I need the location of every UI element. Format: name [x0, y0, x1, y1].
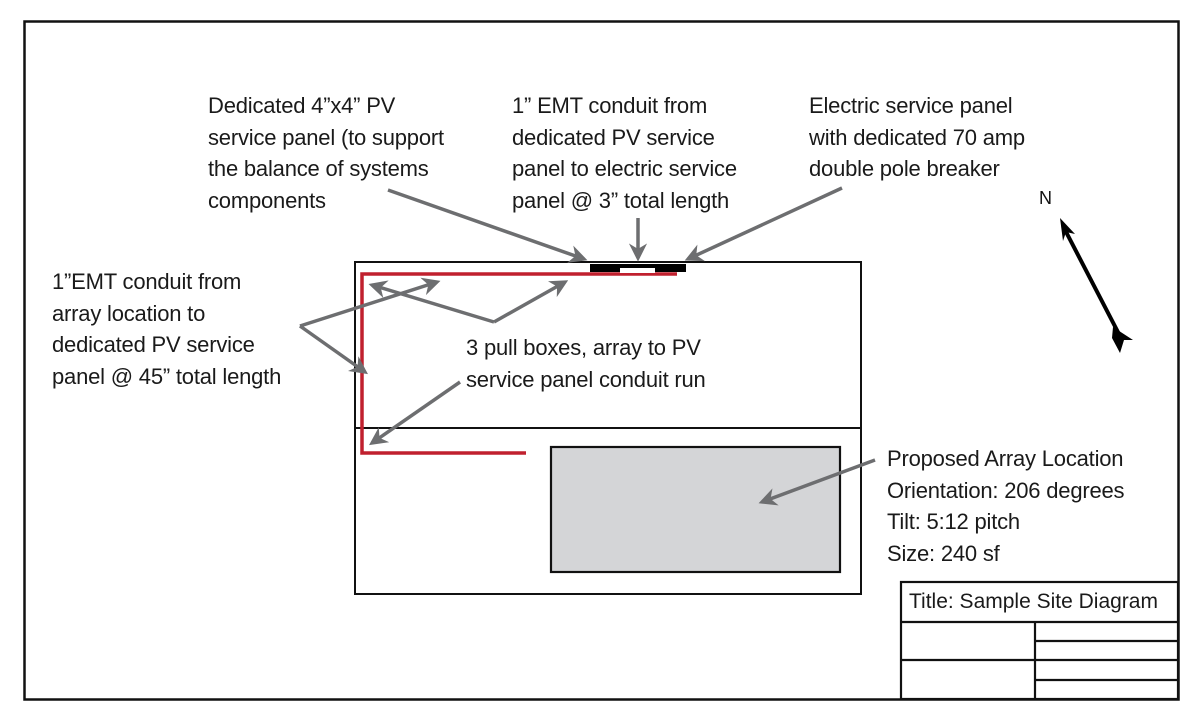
label-line: double pole breaker: [809, 156, 1000, 181]
label-long-conduit: 1”EMT conduit from array location to ded…: [52, 266, 281, 392]
label-line: Orientation: 206 degrees: [887, 477, 1125, 503]
label-line: with dedicated 70 amp: [809, 124, 1025, 150]
callout-arrow-array: [758, 458, 876, 506]
label-line: panel @ 3” total length: [512, 187, 730, 213]
callout-arrow-pull-box-2: [493, 280, 569, 324]
label-line: service panel conduit run: [466, 366, 706, 392]
label-line: the balance of systems: [208, 156, 429, 181]
label-array: Proposed Array Location Orientation: 206…: [887, 443, 1125, 569]
title-block: [899, 580, 1180, 701]
north-arrow-icon: [1060, 218, 1133, 353]
label-short-conduit: 1” EMT conduit from dedicated PV service…: [512, 90, 737, 216]
service-panels: [590, 264, 686, 273]
label-line: array location to: [52, 300, 206, 326]
label-line: components: [208, 187, 326, 213]
label-line: Dedicated 4”x4” PV: [208, 93, 396, 118]
north-label: N: [1039, 188, 1052, 208]
callout-arrow-pv-panel: [387, 188, 588, 263]
panel-gap: [620, 268, 655, 273]
label-line: Tilt: 5:12 pitch: [887, 509, 1020, 534]
label-line: dedicated PV service: [512, 124, 715, 150]
label-line: Size: 240 sf: [887, 540, 1000, 566]
callout-arrow-pull-box-3: [369, 380, 461, 446]
label-pull-boxes: 3 pull boxes, array to PV service panel …: [466, 332, 706, 395]
callout-arrow-pull-box-1: [368, 280, 495, 324]
callout-arrow-long-conduit-1: [299, 277, 441, 328]
label-line: Proposed Array Location: [887, 446, 1124, 471]
label-line: panel to electric service: [512, 156, 737, 181]
callout-arrow-service-panel: [684, 186, 843, 262]
sheet-border: [23, 20, 1180, 701]
label-line: service panel (to support: [208, 124, 444, 150]
label-line: 3 pull boxes, array to PV: [466, 335, 701, 360]
array-area: [549, 445, 842, 574]
label-line: 1” EMT conduit from: [512, 93, 708, 118]
label-line: panel @ 45” total length: [52, 363, 282, 389]
label-line: dedicated PV service: [52, 332, 255, 357]
label-electric-service-panel: Electric service panel with dedicated 70…: [809, 90, 1025, 185]
label-pv-service-panel: Dedicated 4”x4” PV service panel (to sup…: [208, 90, 444, 216]
label-line: 1”EMT conduit from: [52, 269, 242, 294]
label-line: Electric service panel: [809, 93, 1013, 118]
title-block-title: Title: Sample Site Diagram: [909, 590, 1158, 613]
callout-arrow-long-conduit-2: [298, 324, 368, 375]
